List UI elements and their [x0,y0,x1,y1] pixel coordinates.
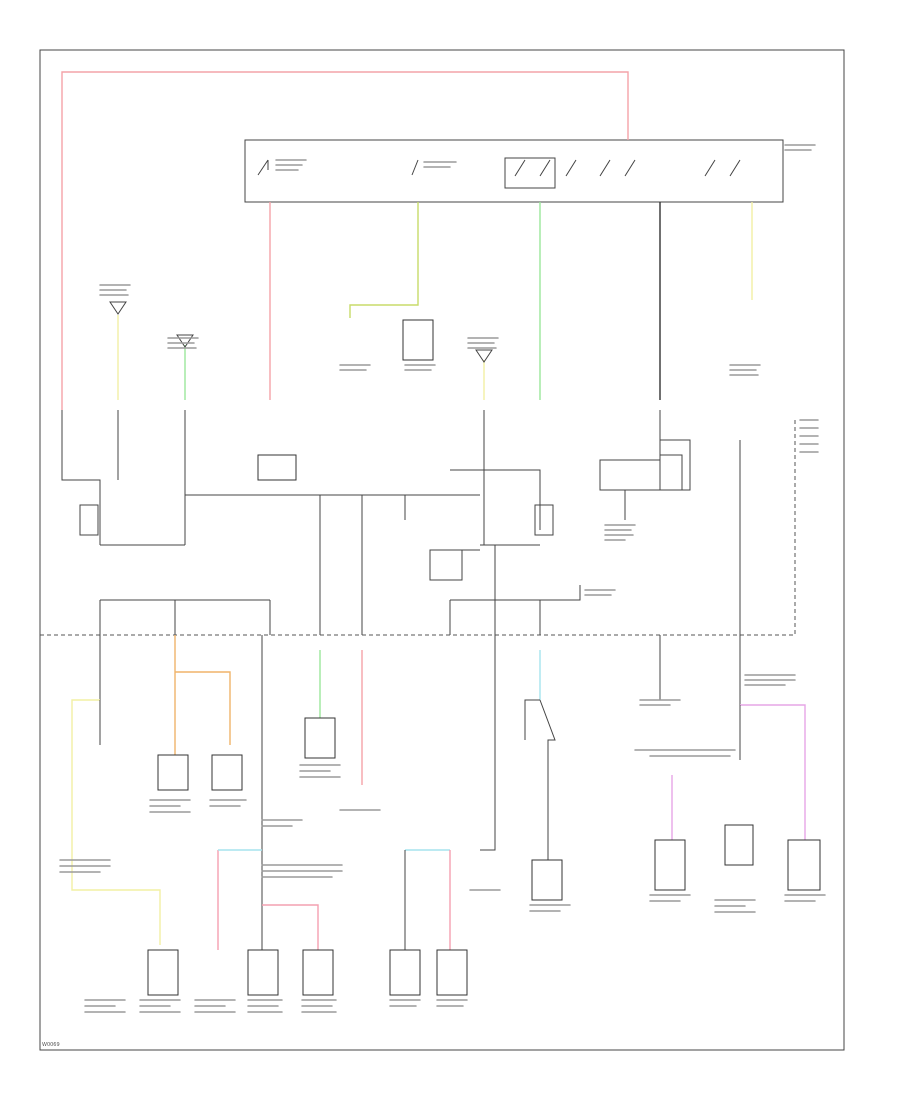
diagram-code: W0069 [42,1042,60,1048]
illegible-labels [59,144,826,1013]
orange-wire-branch [175,671,231,745]
diagram-frame [39,49,845,1051]
connectors-top [109,301,493,481]
pink-wire-2 [262,904,319,950]
power-distribution-boundary [40,420,796,636]
yellowgreen-wire [349,202,419,318]
ignition-switch [244,139,784,203]
lower-wires [71,635,821,996]
magenta-wire [740,704,806,840]
red-feed-wire [61,71,629,410]
fuse-relay-section [61,410,741,635]
ignition-switch-box [244,139,784,203]
yellow-wire-lower [71,699,161,945]
